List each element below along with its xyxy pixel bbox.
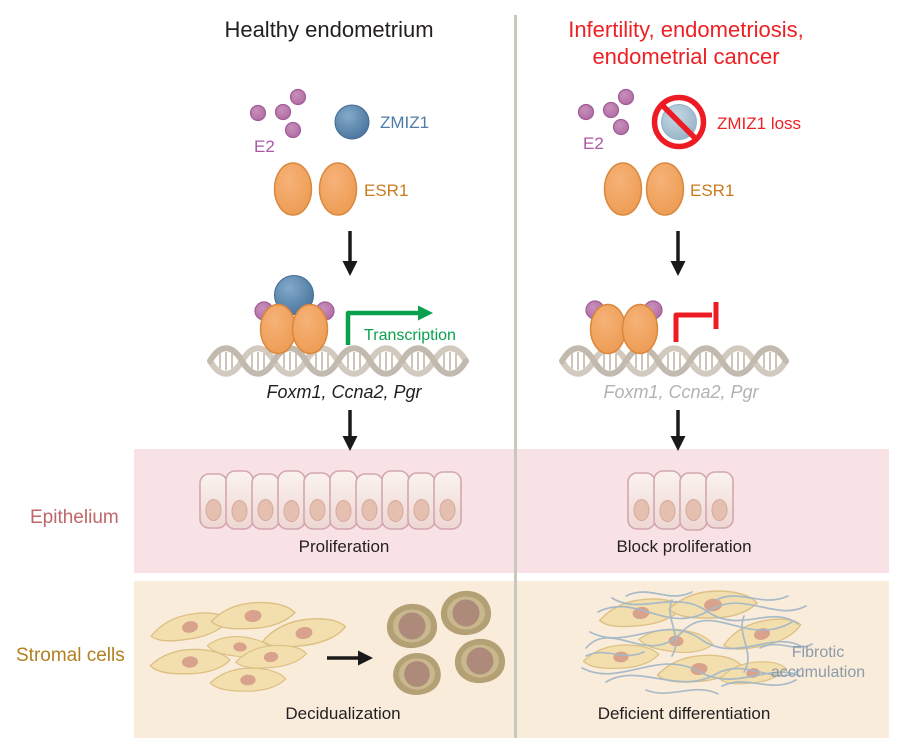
left-panel-title: Healthy endometrium (224, 17, 434, 42)
down-arrow-icon (670, 231, 686, 276)
fibrotic-mesh (581, 591, 813, 695)
zmiz1-label: ZMIZ1 (380, 113, 430, 132)
esr1-dimer-icon (273, 162, 358, 216)
esr1-label: ESR1 (364, 181, 409, 200)
down-arrow-icon (342, 410, 358, 451)
e2-label: E2 (254, 137, 275, 156)
e2-molecules-icon (577, 88, 635, 136)
transcription-complex-icon (254, 275, 335, 355)
fibrotic-label-line2: accumulation (770, 664, 866, 681)
right-panel-title-line2: endometrial cancer (592, 44, 780, 69)
zmiz1-protein-icon (334, 104, 370, 140)
dna-helix-icon (210, 348, 466, 374)
dna-helix-icon (562, 348, 786, 374)
decidualization-caption: Decidualization (285, 704, 401, 723)
epithelial-cell-row (199, 470, 462, 530)
inhibition-bar-icon (673, 302, 719, 342)
esr1-label: ESR1 (690, 181, 735, 200)
fibroblast-cluster (147, 597, 349, 694)
row-label-epithelium: Epithelium (30, 507, 119, 528)
panel-divider (514, 15, 517, 738)
deficient-differentiation-caption: Deficient differentiation (597, 704, 771, 723)
down-arrow-icon (670, 410, 686, 451)
fibrotic-accumulation-label: Fibrotic accumulation (771, 643, 865, 683)
zmiz1-loss-label: ZMIZ1 loss (717, 114, 802, 133)
e2-label: E2 (583, 134, 604, 153)
row-label-stromal-cells: Stromal cells (16, 645, 125, 666)
block-proliferation-caption: Block proliferation (616, 537, 752, 556)
right-panel-title-line1: Infertility, endometriosis, (568, 17, 804, 42)
down-arrow-icon (342, 231, 358, 276)
epithelial-cell-row (627, 470, 734, 531)
prohibition-icon (651, 94, 707, 150)
decidual-cell-cluster (386, 590, 506, 695)
esr1-complex-no-zmiz1-icon (585, 300, 663, 355)
target-genes-label-muted: Foxm1, Ccna2, Pgr (603, 382, 759, 402)
esr1-dimer-icon (603, 162, 685, 216)
transcription-label: Transcription (364, 327, 456, 344)
e2-molecules-icon (249, 88, 307, 139)
proliferation-caption: Proliferation (298, 537, 390, 556)
transcription-arrow-icon (345, 305, 433, 345)
fibrotic-label-line1: Fibrotic (791, 644, 845, 661)
right-arrow-icon (327, 650, 373, 666)
target-genes-label: Foxm1, Ccna2, Pgr (266, 382, 422, 402)
right-panel-title: Infertility, endometriosis, endometrial … (568, 16, 804, 70)
